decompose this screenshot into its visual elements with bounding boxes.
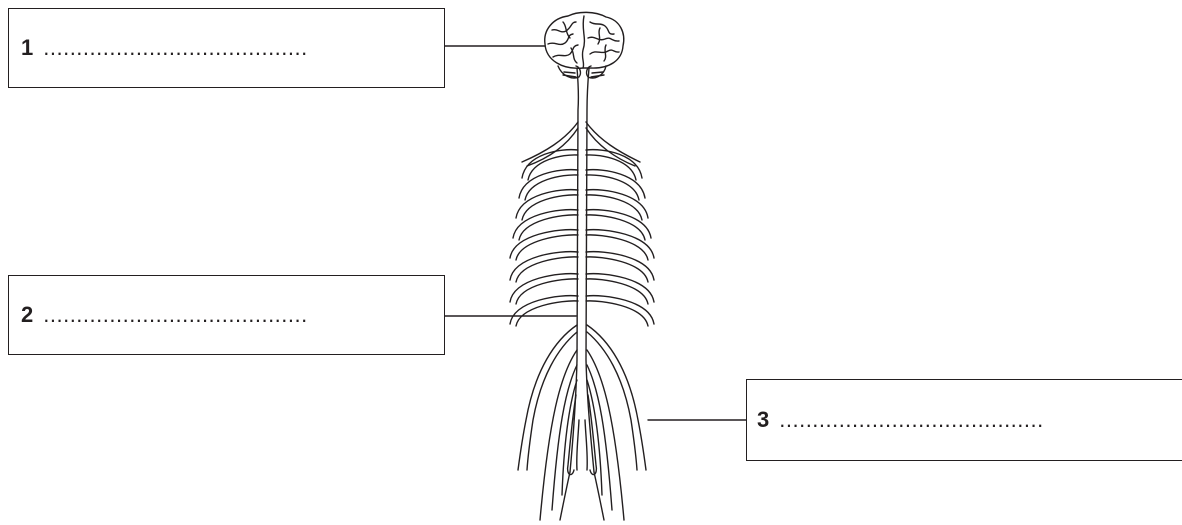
nerve-branch bbox=[585, 420, 587, 470]
nerve-branch bbox=[577, 420, 579, 470]
nerve-branch bbox=[586, 210, 651, 238]
label-2-answer-line[interactable]: ........................................ bbox=[43, 302, 308, 328]
nerve-branch bbox=[586, 252, 654, 280]
nerve-branch bbox=[586, 301, 648, 326]
nerve-branch bbox=[522, 122, 578, 162]
nerve-branch bbox=[516, 279, 578, 304]
nerve-branch bbox=[510, 230, 578, 258]
label-3-number: 3 bbox=[757, 407, 769, 433]
label-box-3: 3 ......................................… bbox=[746, 379, 1182, 461]
nerve-branch bbox=[587, 380, 602, 495]
label-1: 1 ......................................… bbox=[21, 35, 308, 61]
nerve-branch bbox=[516, 235, 578, 260]
nerve-branch bbox=[510, 252, 578, 280]
label-1-answer-line[interactable]: ........................................ bbox=[43, 35, 308, 61]
nerve-branch bbox=[586, 230, 654, 258]
nerve-branch bbox=[568, 395, 576, 475]
label-box-2: 2 ......................................… bbox=[8, 275, 445, 355]
nerve-branch bbox=[586, 257, 648, 282]
nerve-branch bbox=[516, 190, 578, 218]
brain-icon bbox=[545, 12, 624, 78]
label-2-number: 2 bbox=[21, 302, 33, 328]
nerve-branch bbox=[588, 395, 596, 475]
label-1-number: 1 bbox=[21, 35, 33, 61]
nerve-icon bbox=[510, 122, 654, 520]
nerve-branch bbox=[516, 301, 578, 326]
nerve-branch bbox=[516, 257, 578, 282]
nerve-branch bbox=[586, 274, 654, 302]
nerve-branch bbox=[586, 296, 654, 324]
label-3-answer-line[interactable]: ........................................ bbox=[779, 407, 1044, 433]
label-box-1: 1 ......................................… bbox=[8, 8, 445, 88]
nerve-branch bbox=[513, 210, 578, 238]
label-2: 2 ......................................… bbox=[21, 302, 308, 328]
nerve-branch bbox=[594, 472, 604, 520]
nerve-branch bbox=[562, 380, 577, 495]
nerve-branch bbox=[510, 274, 578, 302]
nerve-branch bbox=[586, 235, 648, 260]
label-3: 3 ......................................… bbox=[757, 407, 1044, 433]
nerve-branch bbox=[586, 190, 648, 218]
nerve-branch bbox=[510, 296, 578, 324]
nerve-branch bbox=[560, 472, 570, 520]
nerve-branch bbox=[586, 128, 635, 166]
nerve-branch bbox=[586, 279, 648, 304]
nerve-branch bbox=[586, 122, 640, 162]
nerve-branch bbox=[527, 128, 578, 166]
